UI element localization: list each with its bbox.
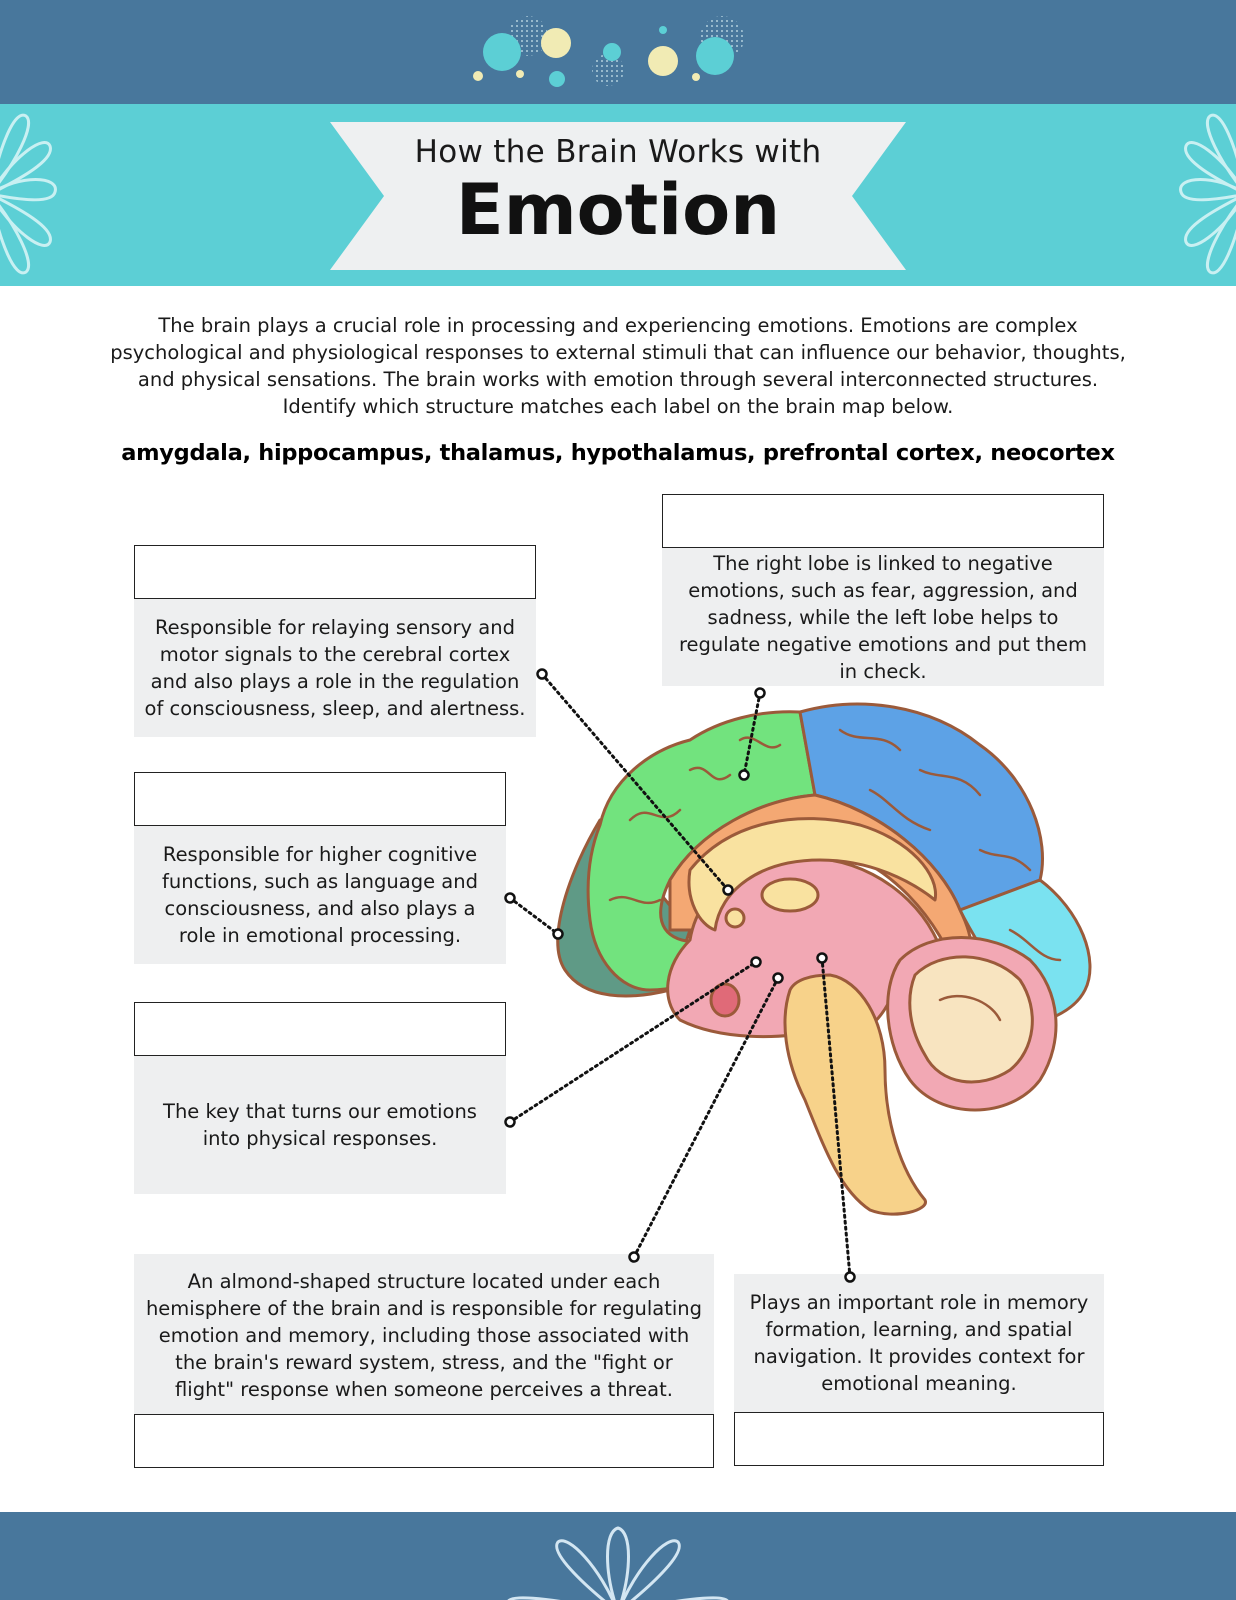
answer-box-hippocampus[interactable]	[734, 1412, 1104, 1466]
flower-petal-icon	[507, 1526, 729, 1600]
word-bank: amygdala, hippocampus, thalamus, hypotha…	[121, 440, 1115, 466]
description-prefrontal-cortex: The right lobe is linked to negative emo…	[662, 548, 1104, 686]
description-hippocampus: Plays an important role in memory format…	[734, 1274, 1104, 1412]
flower-petal-icon	[0, 113, 57, 275]
answer-box-thalamus[interactable]	[134, 545, 536, 599]
description-hypothalamus: The key that turns our emotions into phy…	[134, 1056, 506, 1194]
description-thalamus: Responsible for relaying sensory and mot…	[134, 599, 536, 737]
description-amygdala: An almond-shaped structure located under…	[134, 1254, 714, 1416]
brain-illustration-icon	[556, 702, 1092, 1216]
answer-box-hypothalamus[interactable]	[134, 1002, 506, 1056]
title-ribbon	[330, 122, 906, 270]
footer-band	[0, 1512, 1236, 1600]
page-title: Emotion	[455, 169, 781, 251]
flower-petal-icon	[1179, 113, 1236, 275]
confetti-dots-icon	[473, 16, 744, 87]
answer-box-neocortex[interactable]	[134, 772, 506, 826]
answer-box-amygdala[interactable]	[134, 1414, 714, 1468]
intro-paragraph: The brain plays a crucial role in proces…	[110, 314, 1126, 418]
description-neocortex: Responsible for higher cognitive functio…	[134, 826, 506, 964]
answer-box-prefrontal-cortex[interactable]	[662, 494, 1104, 548]
title-line-1: How the Brain Works with	[414, 134, 822, 170]
